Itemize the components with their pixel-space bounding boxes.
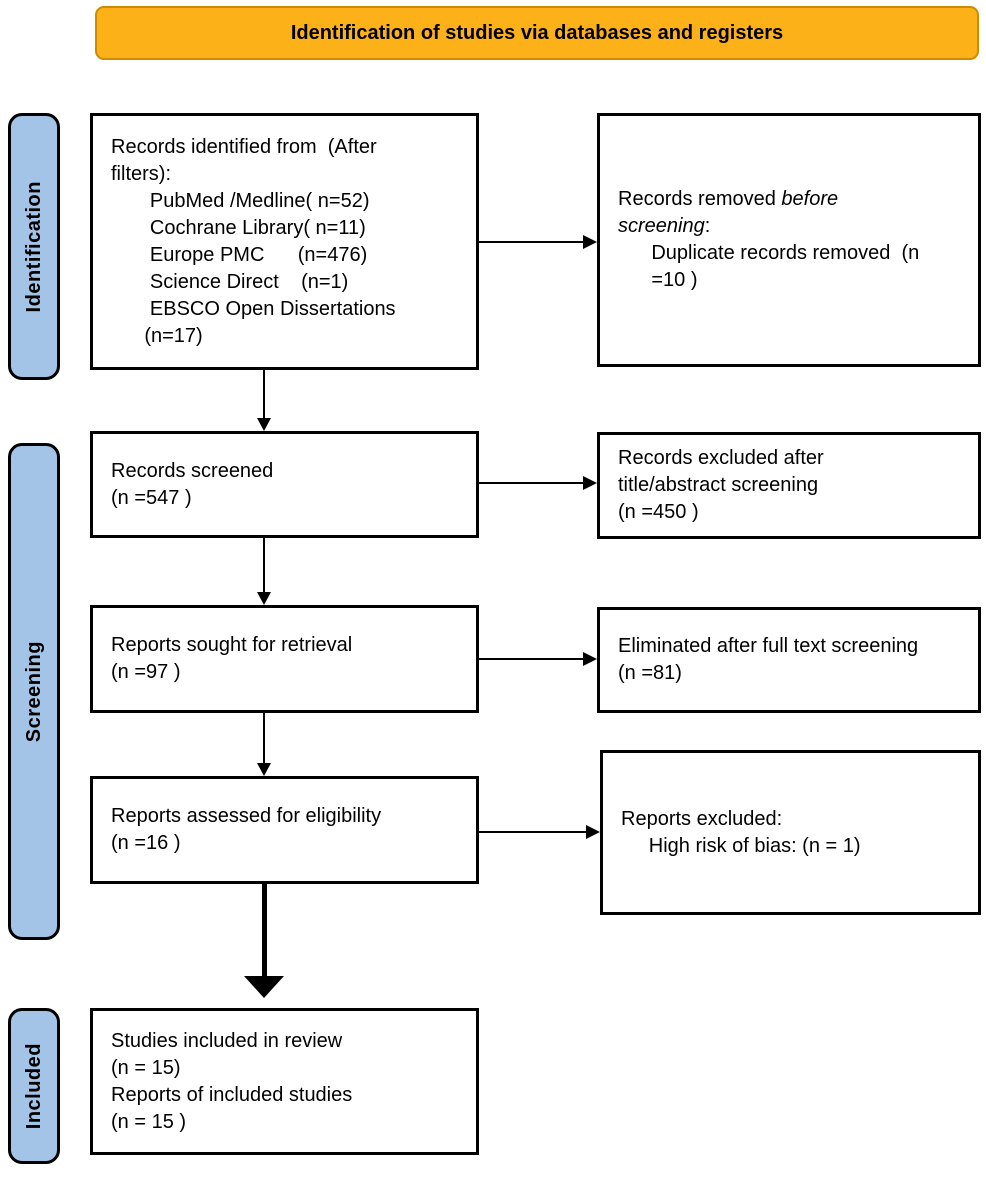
box-reports-assessed: Reports assessed for eligibility (n =16 … [90,776,479,884]
box-studies-included-text: Studies included in review (n = 15) Repo… [111,1029,353,1133]
arrow-sought-to-assessed [257,713,271,776]
box-records-screened-text: Records screened (n =547 ) [111,459,274,509]
arrow-shaft [479,241,585,243]
side-label-screening-text: Screening [22,640,45,743]
box-reports-assessed-text: Reports assessed for eligibility (n =16 … [111,805,382,854]
arrow-identified-to-removed [479,235,597,249]
arrow-shaft [262,884,267,978]
arrow-shaft [479,482,585,484]
arrow-shaft [479,831,588,833]
arrow-head-icon [257,592,271,605]
records-removed-colon: : [704,215,711,237]
arrow-head-icon [586,825,600,839]
arrow-identified-to-screened [257,370,271,431]
box-eliminated-full-text-text: Eliminated after full text screening (n … [618,635,919,684]
arrow-screened-to-sought [257,538,271,605]
arrow-screened-to-excluded [479,476,597,490]
box-studies-included: Studies included in review (n = 15) Repo… [90,1008,479,1155]
box-records-removed: Records removed before screening: Duplic… [597,113,981,367]
box-eliminated-full-text: Eliminated after full text screening (n … [597,607,981,713]
banner-title: Identification of studies via databases … [290,21,784,44]
box-records-excluded-text: Records excluded after title/abstract sc… [618,447,824,523]
arrow-sought-to-eliminated [479,652,597,666]
arrow-shaft [263,370,265,420]
records-removed-detail: Duplicate records removed (n =10 ) [651,242,920,291]
records-removed-regular: Records removed [618,188,782,210]
box-records-removed-text: Records removed before screening: Duplic… [618,186,919,294]
arrow-head-icon [583,652,597,666]
box-reports-excluded: Reports excluded: High risk of bias: (n … [600,750,981,915]
box-records-screened: Records screened (n =547 ) [90,431,479,538]
arrow-shaft [479,658,585,660]
box-records-identified-text: Records identified from (After filters):… [111,135,396,347]
arrow-assessed-to-excluded [479,825,600,839]
box-reports-sought-text: Reports sought for retrieval (n =97 ) [111,634,353,683]
box-reports-sought: Reports sought for retrieval (n =97 ) [90,605,479,713]
side-label-identification-text: Identification [22,180,45,313]
box-records-identified: Records identified from (After filters):… [90,113,479,370]
banner: Identification of studies via databases … [95,6,979,60]
arrow-shaft [263,538,265,594]
records-removed-italic: before screening [618,188,839,237]
arrow-head-icon [583,235,597,249]
box-reports-excluded-text: Reports excluded: High risk of bias: (n … [621,807,861,857]
side-label-included: Included [8,1008,60,1164]
arrow-assessed-to-included [244,884,285,998]
arrow-head-icon [257,763,271,776]
side-label-identification: Identification [8,113,60,380]
box-records-excluded: Records excluded after title/abstract sc… [597,432,981,539]
arrow-head-icon [583,476,597,490]
side-label-included-text: Included [22,1042,45,1130]
arrow-head-icon [244,976,284,998]
arrow-head-icon [257,418,271,431]
arrow-shaft [263,713,265,765]
side-label-screening: Screening [8,443,60,940]
